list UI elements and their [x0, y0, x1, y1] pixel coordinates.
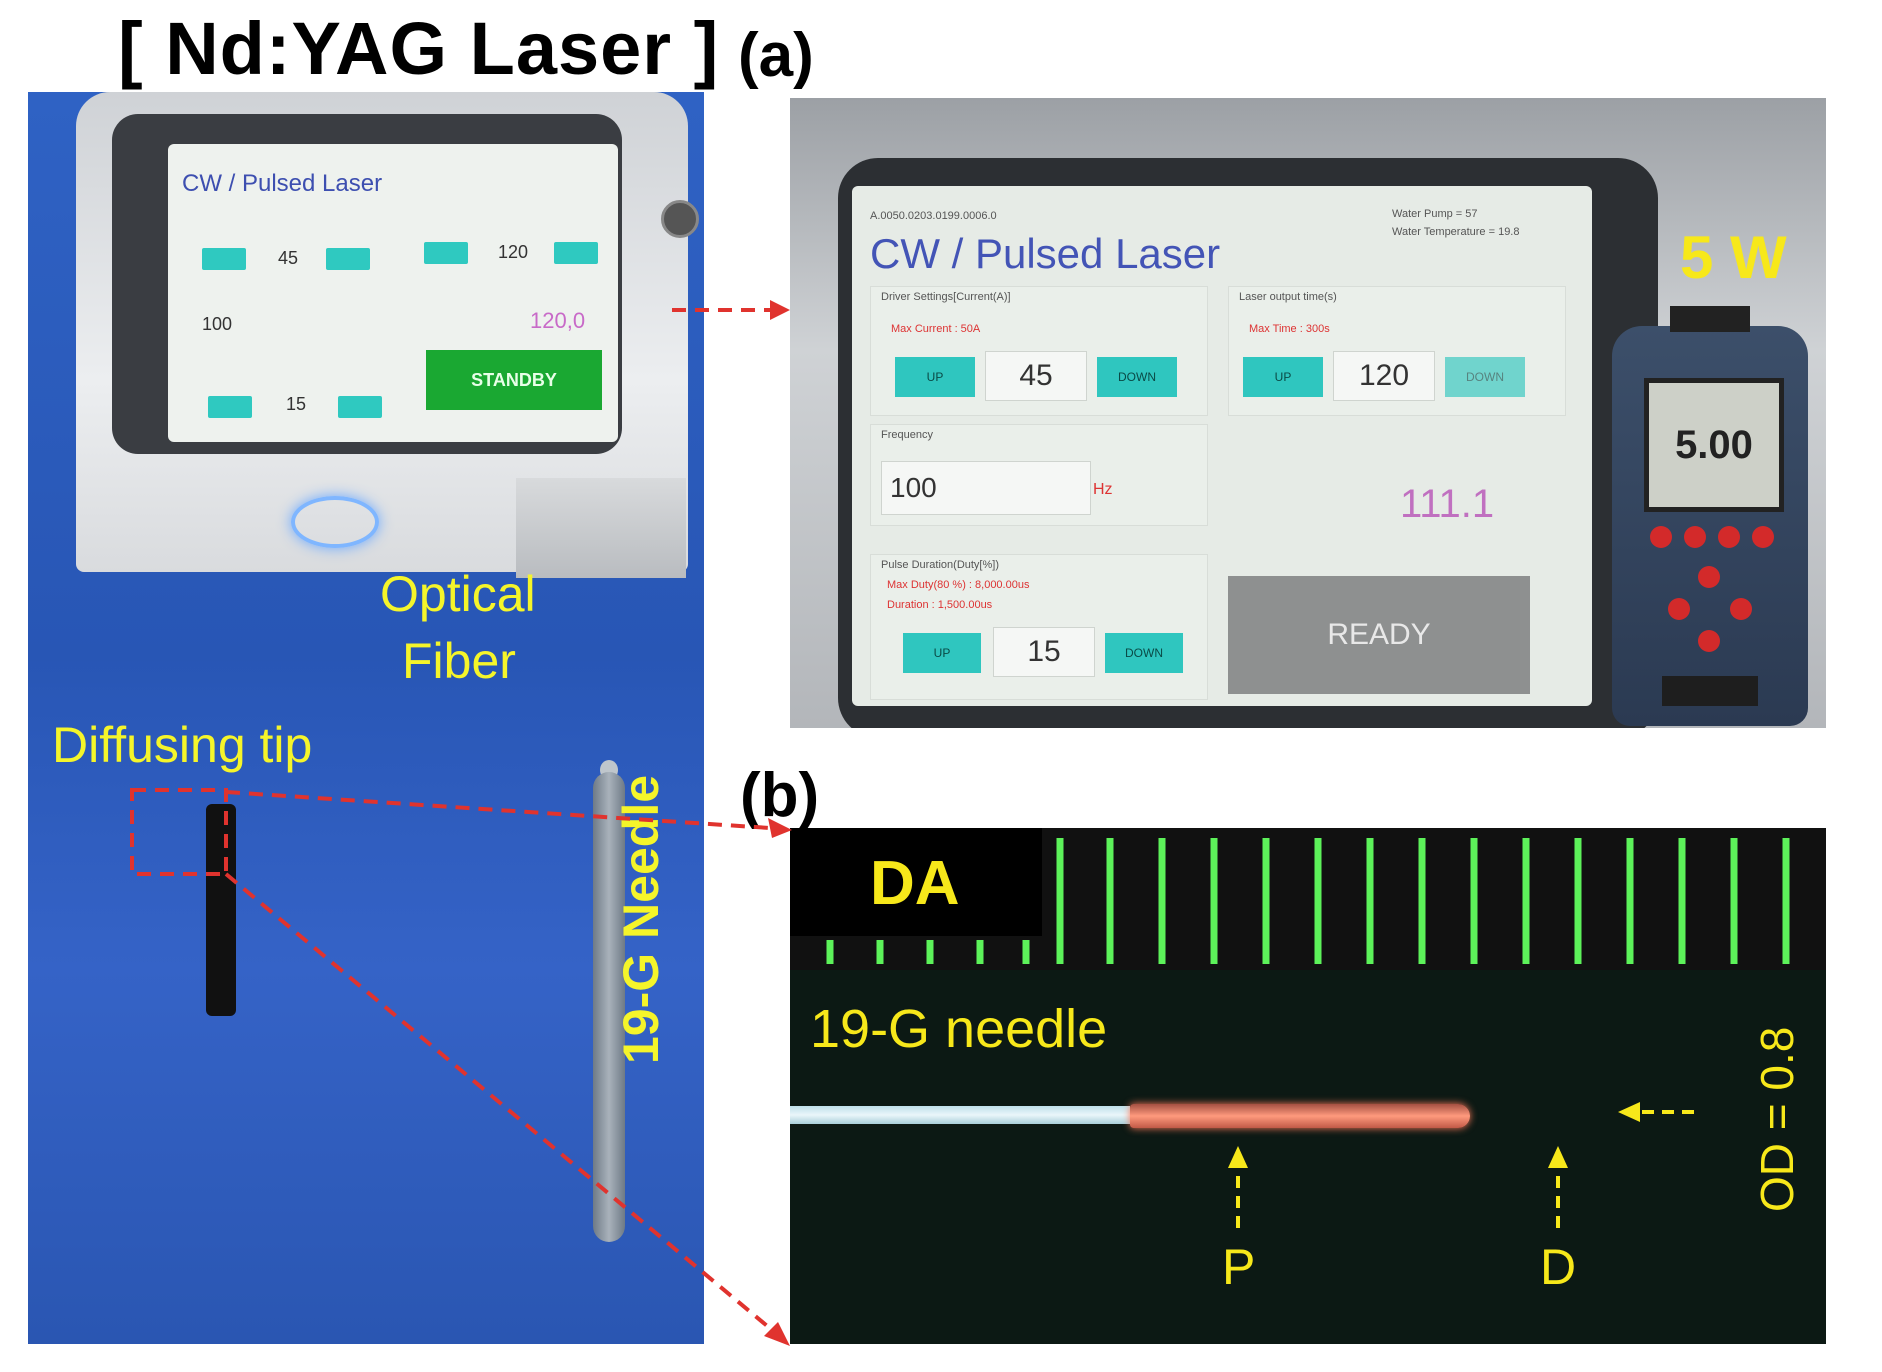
diffusing-tip-ruler: [206, 804, 236, 1016]
driver-max-label: Max Current : 50A: [891, 323, 981, 335]
needle-label: 19-G needle: [810, 999, 1108, 1059]
device-bezel: CW / Pulsed Laser 45 120 100 120,0 15 ST…: [112, 114, 622, 454]
time-down-button[interactable]: DOWN: [1445, 357, 1525, 397]
needle-shaft: [790, 1106, 1130, 1124]
laser-control-screen: A.0050.0203.0199.0006.0 CW / Pulsed Lase…: [852, 186, 1592, 706]
output-reading: 111.1: [1400, 482, 1495, 526]
panel-b-photo: DA 19-G needle P D OD = 0.8: [790, 828, 1826, 1344]
power-label: 5 W: [1680, 224, 1787, 291]
duty-down-button[interactable]: DOWN: [1105, 633, 1183, 673]
mini-screen-title: CW / Pulsed Laser: [182, 170, 383, 197]
meter-connector: [1670, 306, 1750, 332]
water-pump-readout: Water Pump = 57: [1392, 208, 1478, 220]
fiber-port: [516, 478, 686, 578]
driver-settings-label: Driver Settings[Current(A)]: [881, 291, 1011, 303]
device-knob: [661, 200, 699, 238]
device-touchscreen: CW / Pulsed Laser 45 120 100 120,0 15 ST…: [168, 144, 618, 442]
status-ready: READY: [1228, 576, 1530, 694]
pulse-duration-section: Pulse Duration(Duty[%]) Max Duty(80 %) :…: [870, 554, 1208, 700]
ruler-ticks: [826, 838, 1790, 964]
panel-a-photo: A.0050.0203.0199.0006.0 CW / Pulsed Lase…: [790, 98, 1826, 728]
meter-dpad-right: [1730, 598, 1752, 620]
panel-b-arrows: [1228, 1102, 1694, 1228]
label-diffusing-tip: Diffusing tip: [52, 717, 313, 773]
panel-label-a: (a): [738, 21, 814, 90]
mini-status-standby: STANDBY: [426, 350, 602, 410]
mini-frequency-value: 100: [202, 314, 233, 334]
meter-key: [1718, 526, 1740, 548]
meter-reading: 5.00: [1675, 423, 1753, 467]
duty-value: 15: [993, 627, 1095, 677]
mini-up-button: [424, 242, 468, 264]
mini-up-button: [208, 396, 252, 418]
laser-output-label: Laser output time(s): [1239, 291, 1337, 303]
needle-handle: [593, 772, 625, 1242]
figure-title: [ Nd:YAG Laser ]: [118, 7, 720, 90]
meter-display: 5.00: [1644, 378, 1784, 512]
mini-up-button: [202, 248, 246, 270]
mini-duty-value: 15: [286, 394, 307, 414]
left-photo-laser-setup: CW / Pulsed Laser 45 120 100 120,0 15 ST…: [28, 92, 704, 1344]
pulse-duration-label: Pulse Duration(Duty[%]): [881, 559, 999, 571]
laser-time-value: 120: [1333, 351, 1435, 401]
driver-down-button[interactable]: DOWN: [1097, 357, 1177, 397]
meter-key: [1752, 526, 1774, 548]
pulse-max-duty: Max Duty(80 %) : 8,000.00us: [887, 579, 1030, 591]
marker-p: P: [1222, 1239, 1256, 1295]
frequency-label: Frequency: [881, 429, 933, 441]
meter-dpad-left: [1668, 598, 1690, 620]
time-up-button[interactable]: UP: [1243, 357, 1323, 397]
driver-current-value: 45: [985, 351, 1087, 401]
driver-settings-section: Driver Settings[Current(A)] Max Current …: [870, 286, 1208, 416]
mini-time-value: 120: [498, 242, 529, 262]
mini-reading: 120,0: [530, 308, 586, 333]
power-meter: 5.00: [1612, 306, 1808, 726]
laser-output-section: Laser output time(s) Max Time : 300s UP …: [1228, 286, 1566, 416]
label-optical: Optical: [380, 566, 536, 622]
meter-key: [1650, 526, 1672, 548]
frequency-section: Frequency 100 Hz: [870, 424, 1208, 526]
screen-serial: A.0050.0203.0199.0006.0: [870, 210, 997, 222]
meter-dpad-up: [1698, 566, 1720, 588]
driver-up-button[interactable]: UP: [895, 357, 975, 397]
mini-down-button: [326, 248, 370, 270]
meter-key: [1684, 526, 1706, 548]
power-button-ring: [291, 496, 379, 548]
screen-title: CW / Pulsed Laser: [870, 230, 1221, 277]
meter-label-plate: [1662, 676, 1758, 706]
frequency-input[interactable]: 100: [881, 461, 1091, 515]
frequency-unit: Hz: [1093, 481, 1113, 498]
mini-current-value: 45: [278, 248, 299, 268]
pulse-duration-value: Duration : 1,500.00us: [887, 599, 993, 611]
label-fiber: Fiber: [402, 633, 516, 689]
laser-device-body: CW / Pulsed Laser 45 120 100 120,0 15 ST…: [76, 92, 699, 578]
mini-down-button: [338, 396, 382, 418]
laser-output-max-label: Max Time : 300s: [1249, 323, 1330, 335]
panel-label-b: (b): [740, 761, 820, 830]
marker-d: D: [1540, 1239, 1577, 1295]
da-tag-box: DA: [790, 828, 1042, 936]
mini-down-button: [554, 242, 598, 264]
water-temp-readout: Water Temperature = 19.8: [1392, 226, 1520, 238]
meter-dpad-down: [1698, 630, 1720, 652]
duty-up-button[interactable]: UP: [903, 633, 981, 673]
glowing-diffuser: [1130, 1104, 1470, 1128]
da-tag: DA: [870, 849, 960, 918]
